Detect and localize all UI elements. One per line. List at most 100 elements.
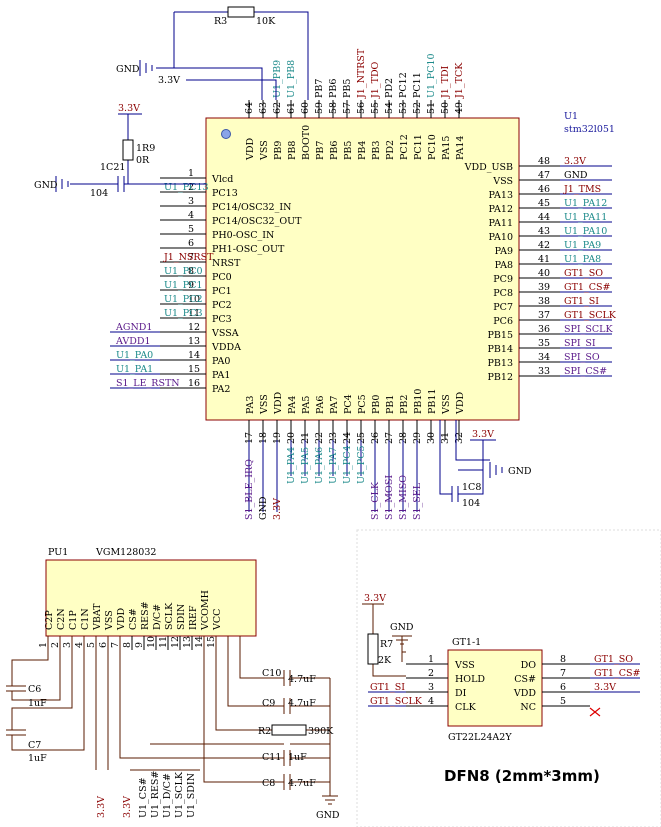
r7-ref: R7 xyxy=(380,639,393,650)
mcu-pin-num: 64 xyxy=(244,102,255,114)
mcu-pin-name: PB3 xyxy=(371,141,382,160)
mcu-pin-num: 49 xyxy=(454,102,465,114)
oled-pin-num: 1 xyxy=(38,642,49,648)
mcu-pin-name: VSS xyxy=(259,394,270,415)
flash-pin-name: CLK xyxy=(455,702,477,713)
mcu-net-label: GT1_SO xyxy=(564,268,603,279)
mcu-pin-name: PH1-OSC_OUT xyxy=(212,244,285,255)
mcu-pin-num: 59 xyxy=(314,102,325,114)
mcu-net-label: SPI_CS# xyxy=(564,366,607,377)
mcu-symbol: U1 stm32l051 64VDD63VSS62PB9U1_PB961PB8U… xyxy=(110,48,617,520)
mcu-pin-name: PB11 xyxy=(427,389,438,414)
mcu-net-label: U1_PA9 xyxy=(564,240,601,251)
flash-net-label: GT1_SO xyxy=(594,654,633,665)
oled-pin-num: 14 xyxy=(194,636,205,648)
flash-pin-name: VSS xyxy=(454,660,475,671)
mcu-net-label: U1_PA4 xyxy=(286,447,297,484)
mcu-pin-name: PA0 xyxy=(212,356,230,367)
oled-pin-name: VCOMH xyxy=(200,590,211,631)
mcu-net-label: SPI_SI xyxy=(564,338,596,349)
mcu-pin-num: 56 xyxy=(356,102,367,114)
mcu-pin-num: 2 xyxy=(188,182,194,193)
mcu-pin-num: 27 xyxy=(384,432,395,444)
mcu-pin-num: 10 xyxy=(188,294,200,305)
package-label: DFN8 (2mm*3mm) xyxy=(444,767,600,785)
oled-pin-num: 13 xyxy=(182,636,193,648)
mcu-net-label: U1_PB9 xyxy=(272,60,283,98)
r9-ref: 1R9 xyxy=(136,143,155,154)
mcu-net-label: U1_PC10 xyxy=(426,53,437,98)
mcu-pin-name: Vlcd xyxy=(211,174,233,185)
oled-body xyxy=(45,559,257,637)
mcu-pin-name: PB13 xyxy=(488,358,513,369)
mcu-pin-num: 32 xyxy=(454,432,465,444)
mcu-pin-num: 11 xyxy=(188,308,200,319)
flash-net-label: 3.3V xyxy=(594,682,616,693)
c9-ref: C9 xyxy=(262,698,275,709)
mcu-pin-name: PA5 xyxy=(301,396,312,414)
r9-val: 0R xyxy=(136,155,150,166)
flash-net-label: GT1_SI xyxy=(370,682,405,693)
oled-pin-num: 12 xyxy=(170,636,181,648)
flash-pin-name: CS# xyxy=(514,674,536,685)
r3-resistor xyxy=(227,6,255,18)
c9-val: 4.7uF xyxy=(288,698,316,709)
mcu-pin-name: NRST xyxy=(212,258,241,269)
mcu-pin-name: PB14 xyxy=(488,344,513,355)
mcu-net-label: U1_PB8 xyxy=(286,60,297,98)
mcu-pin-name: PA7 xyxy=(329,396,340,414)
mcu-net-label: PB6 xyxy=(328,79,339,98)
mcu-pin-num: 37 xyxy=(538,310,550,321)
mcu-net-label: U1_PA11 xyxy=(564,212,607,223)
oled-pin-name: C1P xyxy=(68,610,79,630)
mcu-net-label: SPI_SO xyxy=(564,352,600,363)
mcu-pin-num: 53 xyxy=(398,102,409,114)
mcu-pin-name: PB1 xyxy=(385,395,396,414)
c21-ref: 1C21 xyxy=(100,162,125,173)
mcu-net-label: U1_PA8 xyxy=(564,254,601,265)
oled-pin-name: C2P xyxy=(44,610,55,630)
mcu-pin-name: PB7 xyxy=(315,141,326,160)
mcu-net-label: U1_PA10 xyxy=(564,226,607,237)
mcu-net-label: J1_TDO xyxy=(370,61,381,99)
mcu-pin-name: PC9 xyxy=(493,274,513,285)
flash-pin-num: 2 xyxy=(428,668,434,679)
oled-pin-num: 2 xyxy=(50,642,61,648)
flash-pin-name: DI xyxy=(455,688,467,699)
oled-pin-num: 3 xyxy=(62,642,73,648)
mcu-pin-num: 5 xyxy=(188,224,194,235)
mcu-part: stm32l051 xyxy=(564,124,615,135)
oled-pin-num: 11 xyxy=(158,636,169,648)
oled-pin-name: RES# xyxy=(140,601,151,630)
mcu-net-label: S1_MOSI xyxy=(384,475,395,520)
mcu-net-label: J1_TMS xyxy=(563,184,601,195)
mcu-pin-num: 20 xyxy=(286,432,297,444)
oled-pin-num: 7 xyxy=(110,642,121,648)
oled-pin-name: SCLK xyxy=(164,602,175,630)
oled-net-label: U1_D/C# xyxy=(162,773,173,818)
top-3v3: 3.3V xyxy=(158,75,180,86)
mcu-net-label: U1_PA12 xyxy=(564,198,607,209)
mcu-net-label: 3.3V xyxy=(272,498,283,520)
mcu-net-label: AVDD1 xyxy=(115,336,151,347)
mcu-net-label: PB5 xyxy=(342,79,353,98)
oled-net-label: U1_CS# xyxy=(138,777,149,818)
flash-pin-num: 8 xyxy=(560,654,566,665)
mcu-net-label: U1_PC13 xyxy=(164,182,209,193)
mcu-pin-num: 29 xyxy=(412,432,423,444)
r2-ref: R2 xyxy=(258,726,271,737)
flash-pin-num: 1 xyxy=(428,654,434,665)
bottom-passives: 3.3V GND 1C8 104 xyxy=(439,420,532,509)
oled-part: VGM128032 xyxy=(95,547,156,558)
left-gnd: GND xyxy=(34,180,58,191)
oled-pin-num: 6 xyxy=(98,642,109,648)
oled-ref: PU1 xyxy=(48,547,68,558)
mcu-pin-num: 26 xyxy=(370,432,381,444)
mcu-pin-name: PC2 xyxy=(212,300,232,311)
mcu-pin-name: PC10 xyxy=(427,134,438,160)
flash-ref: GT1-1 xyxy=(452,637,481,648)
mcu-pin-num: 18 xyxy=(258,432,269,444)
mcu-pin-num: 4 xyxy=(188,210,194,221)
oled-net-label: 3.3V xyxy=(122,796,133,818)
mcu-net-label: J1_NTRST xyxy=(356,48,367,99)
